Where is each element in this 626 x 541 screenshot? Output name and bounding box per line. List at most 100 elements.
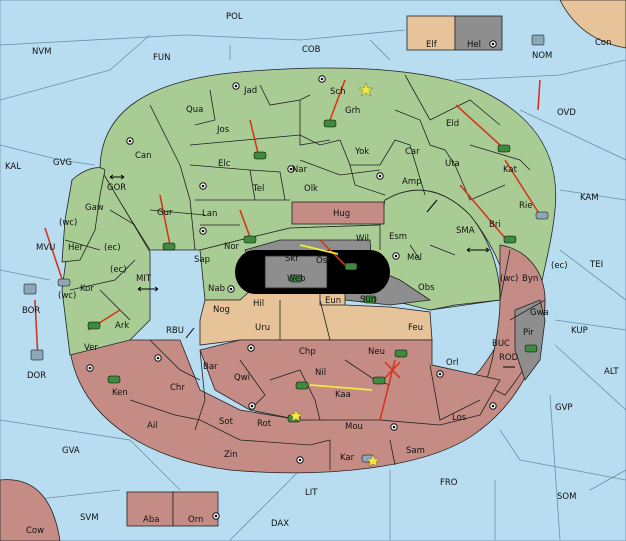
label-obs: Obs bbox=[418, 283, 435, 293]
label-nab: Nab bbox=[208, 284, 225, 294]
label-fro: FRO bbox=[440, 478, 458, 488]
label-kam: KAM bbox=[580, 193, 599, 203]
label-mel: Mel bbox=[407, 253, 422, 263]
label-gva: GVA bbox=[62, 446, 80, 456]
land-labels: Jad Sch Qua Jos Grh Eld Can Yok Car Elc … bbox=[58, 40, 568, 525]
label-uta: Uta bbox=[445, 159, 460, 169]
label-ken: Ken bbox=[112, 388, 128, 398]
label-ost: Ost bbox=[316, 256, 331, 266]
province-aba bbox=[126, 491, 174, 527]
label-rot: Rot bbox=[257, 419, 272, 429]
order-arrows bbox=[34, 79, 541, 421]
label-hel: Hel bbox=[467, 40, 481, 50]
label-svm: SVM bbox=[80, 513, 99, 523]
label-wc1: (wc) bbox=[59, 218, 77, 228]
label-can: Can bbox=[135, 151, 152, 161]
province-hug bbox=[291, 201, 385, 225]
label-eld: Eld bbox=[446, 119, 459, 129]
label-gaw: Gaw bbox=[85, 203, 104, 213]
label-mit: MIT bbox=[136, 274, 152, 284]
province-elf bbox=[406, 15, 456, 51]
label-kat: Kat bbox=[503, 165, 518, 175]
label-bri: Bri bbox=[489, 220, 501, 230]
label-pir: Pir bbox=[523, 328, 534, 338]
label-ail: Ail bbox=[147, 421, 158, 431]
province-orn bbox=[172, 491, 219, 527]
label-yok: Yok bbox=[354, 147, 369, 157]
label-gvp: GVP bbox=[555, 403, 573, 413]
sea-labels: POL NVM FUN COB Con NOM OVD KAL GVG GOR … bbox=[5, 12, 619, 536]
label-skr: Skr bbox=[285, 254, 299, 264]
label-sap: Sap bbox=[194, 255, 210, 265]
label-ec1: (ec) bbox=[104, 243, 121, 253]
label-hug: Hug bbox=[333, 209, 350, 219]
label-nar: Nar bbox=[292, 165, 308, 175]
label-olk: Olk bbox=[304, 184, 318, 194]
label-nom: NOM bbox=[532, 51, 552, 61]
label-mou: Mou bbox=[345, 422, 363, 432]
label-gur: Gur bbox=[157, 208, 173, 218]
label-pol: POL bbox=[226, 12, 243, 22]
label-alt: ALT bbox=[604, 367, 619, 377]
label-kaa: Kaa bbox=[335, 390, 351, 400]
region-inner-south bbox=[199, 339, 501, 426]
label-nog: Nog bbox=[213, 305, 230, 315]
label-los: Los bbox=[452, 413, 467, 423]
label-kar: Kar bbox=[340, 453, 355, 463]
label-jad: Jad bbox=[243, 86, 257, 96]
label-dor: DOR bbox=[27, 371, 46, 381]
label-con: Con bbox=[595, 38, 612, 48]
label-gvg: GVG bbox=[53, 158, 72, 168]
label-byn: Byn bbox=[522, 274, 538, 284]
label-orn: Orn bbox=[188, 515, 203, 525]
label-tel: Tel bbox=[252, 184, 264, 194]
label-mvu: MVU bbox=[36, 243, 55, 253]
label-rie: Rie bbox=[519, 201, 533, 211]
label-grh: Grh bbox=[345, 106, 360, 116]
label-eun: Eun bbox=[325, 296, 341, 306]
province-web-fill bbox=[264, 255, 328, 289]
province-pir bbox=[514, 299, 546, 381]
label-aba: Aba bbox=[143, 515, 159, 525]
label-her: Her bbox=[68, 243, 84, 253]
label-rbu: RBU bbox=[166, 326, 184, 336]
label-lan: Lan bbox=[202, 209, 217, 219]
label-lit: LIT bbox=[305, 488, 318, 498]
label-wc3: (wc) bbox=[500, 274, 518, 284]
label-web: Web bbox=[287, 274, 306, 284]
province-borders bbox=[64, 74, 546, 470]
label-bor: BOR bbox=[22, 306, 40, 316]
capital-stars bbox=[289, 82, 380, 467]
supply-centers bbox=[86, 40, 497, 520]
label-som: SOM bbox=[557, 492, 576, 502]
label-car: Car bbox=[405, 147, 420, 157]
label-nor: Nor bbox=[224, 242, 240, 252]
label-kup: KUP bbox=[571, 326, 588, 336]
label-gor: GOR bbox=[107, 183, 126, 193]
label-bar: Bar bbox=[203, 362, 218, 372]
label-dax: DAX bbox=[271, 519, 289, 529]
label-elc: Elc bbox=[218, 159, 231, 169]
label-ver: Ver bbox=[84, 343, 98, 353]
label-ovd: OVD bbox=[557, 108, 576, 118]
label-cow: Cow bbox=[26, 526, 44, 536]
label-neu: Neu bbox=[368, 347, 385, 357]
label-sun: Sun bbox=[360, 295, 376, 305]
label-sch: Sch bbox=[330, 87, 345, 97]
label-wil: Wil bbox=[356, 234, 369, 244]
sea-borders bbox=[0, 29, 626, 541]
label-ec3: (ec) bbox=[551, 261, 568, 271]
label-tei: TEI bbox=[589, 260, 603, 270]
label-ec2: (ec) bbox=[110, 265, 127, 275]
label-nil: Nil bbox=[315, 368, 326, 378]
label-sot: Sot bbox=[219, 417, 234, 427]
label-hil: Hil bbox=[253, 299, 264, 309]
label-sam: Sam bbox=[406, 446, 425, 456]
label-chr: Chr bbox=[170, 383, 185, 393]
label-esm: Esm bbox=[389, 232, 407, 242]
label-jos: Jos bbox=[216, 125, 230, 135]
label-fun: FUN bbox=[153, 53, 170, 63]
label-wc2: (wc) bbox=[58, 291, 76, 301]
label-uru: Uru bbox=[255, 323, 270, 333]
